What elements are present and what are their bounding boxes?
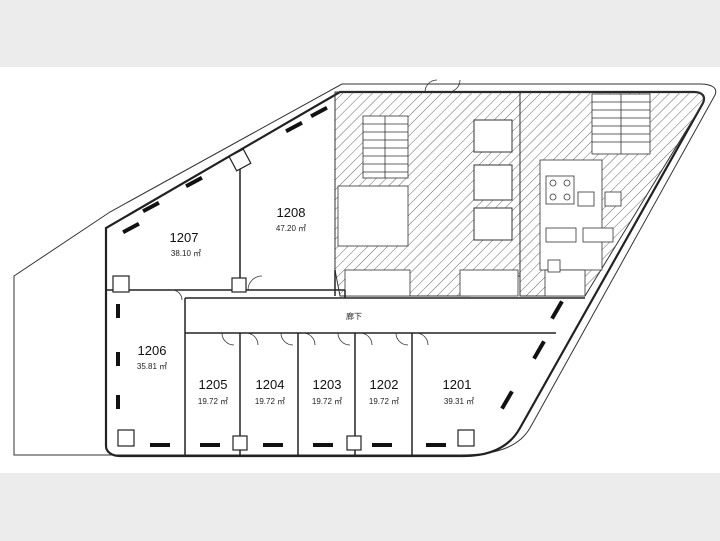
floor-plan-drawing: 1207 38.10 ㎡ 1208 47.20 ㎡ 1206 35.81 ㎡ 1… <box>13 79 717 458</box>
windows <box>116 106 564 447</box>
stairs-left <box>362 115 409 179</box>
unit-1206-area: 35.81 ㎡ <box>137 362 167 371</box>
unit-1203-number: 1203 <box>313 377 342 392</box>
unit-1201-number: 1201 <box>443 377 472 392</box>
corridor-label: 廊下 <box>346 311 362 321</box>
core-room-2 <box>344 269 411 297</box>
unit-1206-number: 1206 <box>138 343 167 358</box>
unit-1205-area: 19.72 ㎡ <box>198 397 228 406</box>
doors <box>171 79 461 346</box>
core-room-3 <box>459 269 519 297</box>
unit-1202-area: 19.72 ㎡ <box>369 397 399 406</box>
core-room-1 <box>337 185 409 247</box>
toilet-fixtures <box>545 175 622 273</box>
unit-1203-area: 19.72 ㎡ <box>312 397 342 406</box>
unit-1205-number: 1205 <box>199 377 228 392</box>
unit-1207-area: 38.10 ㎡ <box>171 249 201 258</box>
unit-1204-number: 1204 <box>256 377 285 392</box>
elevator-2 <box>473 164 513 201</box>
stairs-right <box>591 93 651 155</box>
unit-1207-number: 1207 <box>170 230 199 245</box>
unit-1204-area: 19.72 ㎡ <box>255 397 285 406</box>
elevator-1 <box>473 119 513 153</box>
core-room-5 <box>544 269 586 297</box>
columns <box>112 148 475 451</box>
unit-1201-area: 39.31 ㎡ <box>444 397 474 406</box>
floor-plan: 1207 38.10 ㎡ 1208 47.20 ㎡ 1206 35.81 ㎡ 1… <box>0 67 720 473</box>
unit-1202-number: 1202 <box>370 377 399 392</box>
unit-1208-number: 1208 <box>277 205 306 220</box>
unit-1208-area: 47.20 ㎡ <box>276 224 306 233</box>
interior-walls <box>106 160 585 456</box>
elevator-3 <box>473 207 513 241</box>
